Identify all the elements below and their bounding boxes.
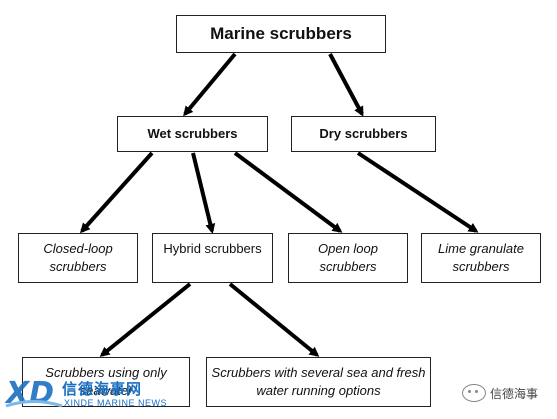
node-dry-scrubbers: Dry scrubbers [291, 116, 436, 152]
node-label: Open loop scrubbers [318, 241, 378, 274]
node-marine-scrubbers: Marine scrubbers [176, 15, 386, 53]
arrow-root-to-wet [183, 52, 237, 117]
watermark-right-text: 信德海事 [490, 386, 539, 401]
arrow-wet-to-open [233, 151, 343, 233]
node-seawater-only-scrubbers: Scrubbers using only seawater [22, 357, 190, 407]
node-label: Hybrid scrubbers [163, 241, 262, 256]
arrow-dry-to-lime [356, 151, 479, 233]
watermark-english-text: XINDE MARINE NEWS [64, 398, 168, 408]
watermark-logo-icon: XD [4, 376, 63, 411]
node-label: Wet scrubbers [147, 126, 238, 142]
node-lime-granulate-scrubbers: Lime granulate scrubbers [421, 233, 541, 283]
node-label: Lime granulate scrubbers [438, 241, 524, 274]
arrow-wet-to-closed [79, 151, 154, 234]
arrow-wet-to-hybrid [191, 152, 216, 234]
watermark-chinese-text: 信德海事网 [62, 380, 143, 398]
arrow-root-to-dry [328, 53, 364, 117]
arrow-hybrid-to-several [228, 282, 320, 357]
wechat-icon [462, 384, 486, 402]
node-label: Scrubbers using only seawater [45, 365, 167, 398]
node-hybrid-scrubbers: Hybrid scrubbers [152, 233, 273, 283]
node-label: Marine scrubbers [210, 23, 352, 43]
node-label: Dry scrubbers [319, 126, 408, 142]
node-sea-and-fresh-water-scrubbers: Scrubbers with several sea and fresh wat… [206, 357, 431, 407]
watermark-wechat: 信德海事 [462, 384, 538, 402]
arrow-hybrid-to-seaonly [99, 282, 192, 357]
node-label: Scrubbers with several sea and fresh wat… [211, 365, 426, 398]
node-label: Closed-loop scrubbers [43, 241, 113, 274]
node-open-loop-scrubbers: Open loop scrubbers [288, 233, 408, 283]
node-closed-loop-scrubbers: Closed-loop scrubbers [18, 233, 138, 283]
node-wet-scrubbers: Wet scrubbers [117, 116, 268, 152]
